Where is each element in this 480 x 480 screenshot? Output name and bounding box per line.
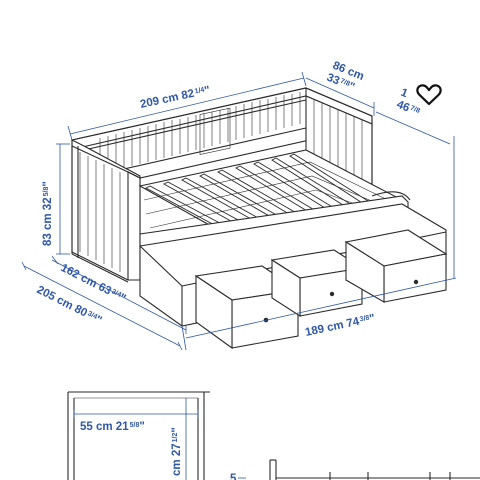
heart-outline-icon [416,84,442,106]
label-front-width: 189 cm 743/8" [304,312,376,339]
left-side-panel [71,139,141,283]
label-cut-bottom-left: 5 [230,473,237,480]
label-cut-right-bottom: 467/8 [395,99,421,119]
dimension-lines [21,71,457,351]
back-panel [71,87,373,179]
daybed-illustration [71,87,448,350]
label-height: 83 cm 325/8" [42,181,54,246]
drawer-right [344,229,448,303]
label-width-top: 209 cm 821/4" [139,84,211,111]
drawer-detail-diagram: 55 cm 215/8" cm 271/2" 5 [67,391,480,480]
label-length-total: 205 cm 803/4" [35,284,104,327]
label-depth-top-in: 337/8" [325,72,356,94]
label-cut-right-top: 1 [399,87,410,101]
favorite-heart-icon[interactable] [416,84,442,106]
label-drawer-height: cm 271/2" [171,427,183,476]
label-drawer-width: 55 cm 215/8" [80,421,145,433]
